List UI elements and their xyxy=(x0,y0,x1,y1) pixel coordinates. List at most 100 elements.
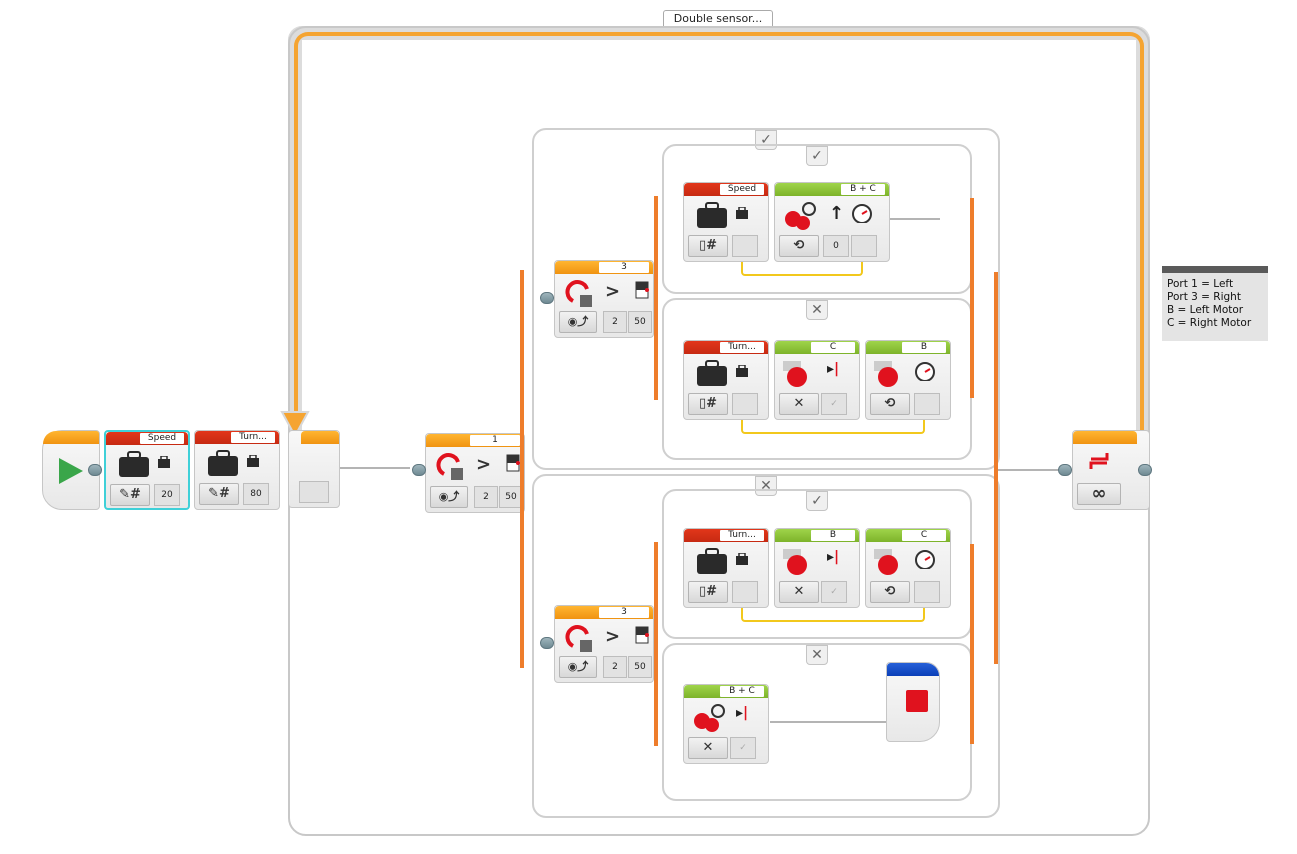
sensor-mode-button[interactable]: ◉⤴ xyxy=(430,486,468,508)
large-motor-block[interactable]: C ⟲ xyxy=(865,528,951,608)
data-wire xyxy=(741,420,925,434)
loop-mode-button[interactable]: ∞ xyxy=(1077,483,1121,505)
variable-name-label[interactable]: Turn... xyxy=(720,342,764,353)
switch-block-outer[interactable]: 1 > ◉⤴ 2 50 xyxy=(425,433,525,513)
power-slot[interactable] xyxy=(914,393,940,415)
variable-output-icon xyxy=(247,455,259,467)
variable-mode-button[interactable]: ✎# xyxy=(110,484,150,506)
threshold-value[interactable]: 50 xyxy=(628,656,652,678)
motor-ports-label[interactable]: B + C xyxy=(841,184,885,195)
switch-block-inner-1[interactable]: 3 > ◉⤴ 2 50 xyxy=(554,260,654,338)
threshold-icon xyxy=(635,626,649,644)
move-steering-block[interactable]: B + C ↑ ⟲ 0 xyxy=(774,182,890,262)
large-motor-icon xyxy=(783,361,807,387)
variable-output-slot[interactable] xyxy=(732,393,758,415)
motor-port-label[interactable]: C xyxy=(811,342,855,353)
comment-box[interactable]: Port 1 = Left Port 3 = Right B = Left Mo… xyxy=(1162,266,1268,341)
case-tab-false[interactable]: ✕ xyxy=(806,300,828,320)
variable-name-label[interactable]: Speed xyxy=(720,184,764,195)
variable-mode-button[interactable]: ▯# xyxy=(688,581,728,603)
color-sensor-icon xyxy=(436,453,463,480)
compare-type[interactable]: 2 xyxy=(603,656,627,678)
variable-name-label[interactable]: Speed xyxy=(140,433,184,444)
comment-title-bar[interactable] xyxy=(1162,266,1268,273)
switch-block-inner-2[interactable]: 3 > ◉⤴ 2 50 xyxy=(554,605,654,683)
outer-switch-true-case[interactable] xyxy=(532,128,1000,470)
variable-value[interactable]: 20 xyxy=(154,484,180,506)
stop-program-block[interactable] xyxy=(886,662,940,742)
switch-port-label[interactable]: 3 xyxy=(599,262,649,273)
motor-ports-label[interactable]: B + C xyxy=(720,686,764,697)
variable-read-block[interactable]: Turn... ▯# xyxy=(683,340,769,420)
motor-mode-button[interactable]: ✕ xyxy=(779,393,819,415)
variable-output-icon xyxy=(736,553,748,565)
variable-output-icon xyxy=(158,456,170,468)
case-tab-true[interactable]: ✓ xyxy=(806,146,828,166)
variable-read-block[interactable]: Turn... ▯# xyxy=(683,528,769,608)
large-motor-block[interactable]: B ▸| ✕ ✓ xyxy=(774,528,860,608)
briefcase-icon xyxy=(697,360,727,386)
variable-output-slot[interactable] xyxy=(732,581,758,603)
sensor-mode-button[interactable]: ◉⤴ xyxy=(559,311,597,333)
variable-mode-button[interactable]: ✎# xyxy=(199,483,239,505)
loop-name-label[interactable]: Double sensor... xyxy=(663,10,773,26)
sequence-wire xyxy=(340,467,410,469)
variable-block-speed[interactable]: Speed ✎# 20 xyxy=(104,430,190,510)
loop-end-block[interactable]: ∞ xyxy=(1072,430,1150,510)
sequence-wire xyxy=(998,469,1058,471)
case-tab-false[interactable]: ✕ xyxy=(755,476,777,496)
motor-mode-button[interactable]: ⟲ xyxy=(779,235,819,257)
large-motor-icon xyxy=(783,549,807,575)
large-motor-block[interactable]: C ▸| ✕ ✓ xyxy=(774,340,860,420)
variable-output-icon xyxy=(736,207,748,219)
motor-port-label[interactable]: C xyxy=(902,530,946,541)
variable-output-slot[interactable] xyxy=(732,235,758,257)
variable-read-block[interactable]: Speed ▯# xyxy=(683,182,769,262)
loop-condition-slot[interactable] xyxy=(299,481,329,503)
compare-type[interactable]: 2 xyxy=(474,486,498,508)
stop-icon: ▸| xyxy=(736,705,749,721)
large-motor-block[interactable]: B ⟲ xyxy=(865,340,951,420)
output-plug xyxy=(1138,464,1152,476)
brake-value[interactable]: ✓ xyxy=(821,393,847,415)
power-slot[interactable] xyxy=(914,581,940,603)
threshold-value[interactable]: 50 xyxy=(628,311,652,333)
briefcase-icon xyxy=(697,202,727,228)
compare-type[interactable]: 2 xyxy=(603,311,627,333)
briefcase-icon xyxy=(119,451,149,477)
switch-end-orange-bar xyxy=(970,198,974,398)
variable-block-turn[interactable]: Turn... ✎# 80 xyxy=(194,430,280,510)
outer-switch-false-case[interactable] xyxy=(532,474,1000,818)
loop-entry-arrow xyxy=(280,411,310,439)
sensor-mode-button[interactable]: ◉⤴ xyxy=(559,656,597,678)
case-tab-true[interactable]: ✓ xyxy=(806,491,828,511)
case-tab-false[interactable]: ✕ xyxy=(806,645,828,665)
brake-value[interactable]: ✓ xyxy=(821,581,847,603)
variable-mode-button[interactable]: ▯# xyxy=(688,235,728,257)
move-steering-block[interactable]: B + C ▸| ✕ ✓ xyxy=(683,684,769,764)
comment-line: Port 1 = Left xyxy=(1167,278,1234,290)
motor-port-label[interactable]: B xyxy=(811,530,855,541)
input-plug xyxy=(540,637,554,649)
comment-line: B = Left Motor xyxy=(1167,304,1244,316)
motor-mode-button[interactable]: ✕ xyxy=(779,581,819,603)
switch-port-label[interactable]: 3 xyxy=(599,607,649,618)
motor-mode-button[interactable]: ⟲ xyxy=(870,393,910,415)
variable-value[interactable]: 80 xyxy=(243,483,269,505)
speedometer-icon xyxy=(915,550,935,569)
motor-mode-button[interactable]: ✕ xyxy=(688,737,728,759)
motor-mode-button[interactable]: ⟲ xyxy=(870,581,910,603)
brake-value[interactable]: ✓ xyxy=(730,737,756,759)
steering-value[interactable]: 0 xyxy=(823,235,849,257)
loop-start-block[interactable] xyxy=(288,430,340,508)
variable-name-label[interactable]: Turn... xyxy=(720,530,764,541)
switch-port-label[interactable]: 1 xyxy=(470,435,520,446)
switch-end-orange-bar xyxy=(970,544,974,744)
sequence-wire xyxy=(890,218,940,220)
variable-mode-button[interactable]: ▯# xyxy=(688,393,728,415)
input-plug xyxy=(540,292,554,304)
variable-name-label[interactable]: Turn... xyxy=(231,432,275,443)
motor-port-label[interactable]: B xyxy=(902,342,946,353)
arrow-up-icon: ↑ xyxy=(829,203,845,224)
power-slot[interactable] xyxy=(851,235,877,257)
